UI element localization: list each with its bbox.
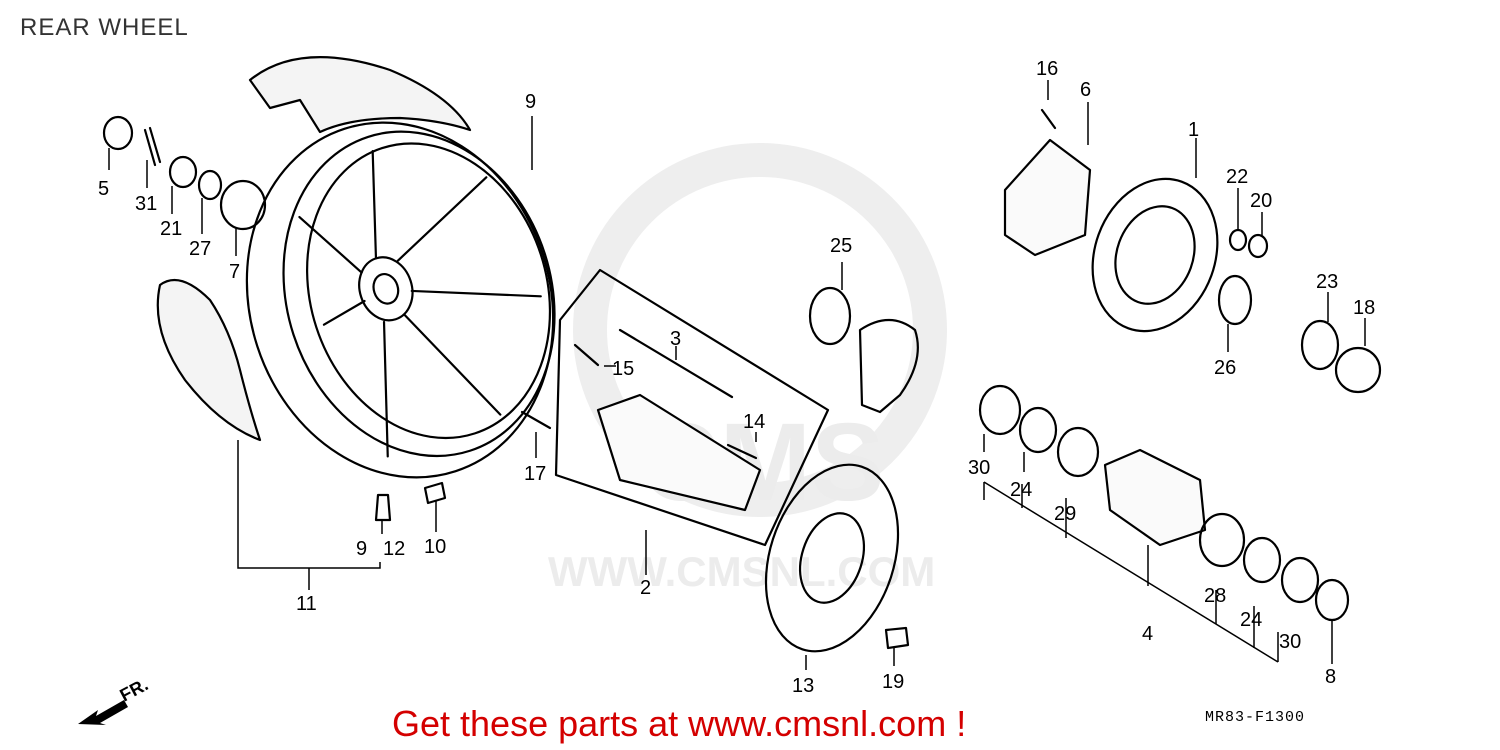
callout-21: 21 — [160, 218, 182, 240]
callout-10: 10 — [424, 536, 446, 558]
part-washer-23 — [1300, 319, 1340, 371]
part-brake-disc-13 — [764, 463, 900, 653]
part-collar-5 — [102, 115, 134, 151]
callout-17: 17 — [524, 463, 546, 485]
callout-24-right: 24 — [1240, 609, 1262, 631]
callout-9-top: 9 — [525, 91, 536, 113]
callout-18: 18 — [1353, 297, 1375, 319]
watermark: CMS WWW.CMSNL.COM — [548, 143, 947, 595]
promo-text[interactable]: Get these parts at www.cmsnl.com ! — [392, 703, 967, 744]
lower-hugger — [156, 278, 262, 442]
callout-9-bottom: 9 — [356, 538, 367, 560]
part-washer-26 — [1217, 274, 1253, 326]
part-washer-27 — [197, 169, 223, 201]
callout-30-right: 30 — [1279, 631, 1301, 653]
callout-22: 22 — [1226, 166, 1248, 188]
axle-group-box — [554, 268, 830, 547]
callout-11: 11 — [296, 593, 317, 615]
callout-29: 29 — [1054, 503, 1076, 525]
part-hub-2 — [596, 393, 762, 512]
part-circlip-24a — [1018, 406, 1058, 454]
diagram-title: REAR WHEEL — [20, 14, 189, 41]
part-nut-19 — [884, 626, 910, 650]
part-nut-21 — [168, 155, 198, 189]
part-nut-18 — [1334, 346, 1382, 394]
callout-1: 1 — [1188, 119, 1199, 141]
callout-8: 8 — [1325, 666, 1336, 688]
part-sprocket-1 — [1091, 177, 1219, 333]
part-bolt-15 — [573, 343, 600, 367]
callout-24-left: 24 — [1010, 479, 1032, 501]
callout-4: 4 — [1142, 623, 1153, 645]
callout-7: 7 — [229, 261, 240, 283]
callout-5: 5 — [98, 178, 109, 200]
watermark-url: WWW.CMSNL.COM — [548, 548, 935, 595]
part-circlip-25 — [808, 286, 852, 346]
part-washer-22 — [1228, 228, 1248, 252]
rear-wheel — [245, 121, 556, 479]
callout-12: 12 — [383, 538, 405, 560]
callout-26: 26 — [1214, 357, 1236, 379]
diagram-code: MR83-F1300 — [1205, 709, 1306, 726]
callout-16: 16 — [1036, 58, 1058, 80]
part-circlip-24b — [1242, 536, 1282, 584]
part-bolt-17 — [520, 410, 552, 430]
part-bearing-28 — [1198, 512, 1246, 568]
part-seal-30b — [1280, 556, 1320, 604]
callout-30-left: 30 — [968, 457, 990, 479]
callout-31: 31 — [135, 193, 157, 215]
part-stud-16 — [1040, 108, 1057, 130]
callout-2: 2 — [640, 577, 651, 599]
front-direction-indicator: FR. — [76, 674, 186, 730]
callout-20: 20 — [1250, 190, 1272, 212]
callout-labels: 5 31 21 27 7 9 11 9 12 10 3 15 14 17 2 2… — [98, 58, 1375, 697]
part-nut-20 — [1247, 233, 1269, 259]
callout-23: 23 — [1316, 271, 1338, 293]
part-bearing-7 — [219, 179, 267, 231]
arrow-left-icon: FR. — [78, 674, 151, 725]
callout-3: 3 — [670, 328, 681, 350]
callout-13: 13 — [792, 675, 814, 697]
part-flange-6 — [1003, 138, 1092, 257]
callout-15: 15 — [612, 358, 634, 380]
callout-28: 28 — [1204, 585, 1226, 607]
part-bearing-29 — [1056, 426, 1100, 478]
callout-27: 27 — [189, 238, 211, 260]
part-collar-8 — [1314, 578, 1350, 622]
part-bolt-14 — [726, 443, 758, 460]
part-hub-4 — [1103, 448, 1207, 547]
leader-lines — [108, 80, 1366, 670]
callout-6: 6 — [1080, 79, 1091, 101]
part-caliper-bracket — [858, 318, 919, 414]
callout-25: 25 — [830, 235, 852, 257]
part-valve-12 — [374, 493, 392, 522]
part-axle-3 — [618, 328, 734, 399]
part-cotter-pin-31 — [143, 126, 162, 167]
upper-mudguard — [248, 56, 472, 134]
callout-19: 19 — [882, 671, 904, 693]
callout-14: 14 — [743, 411, 765, 433]
part-seal-30a — [978, 384, 1022, 436]
part-weight-10 — [423, 481, 447, 505]
